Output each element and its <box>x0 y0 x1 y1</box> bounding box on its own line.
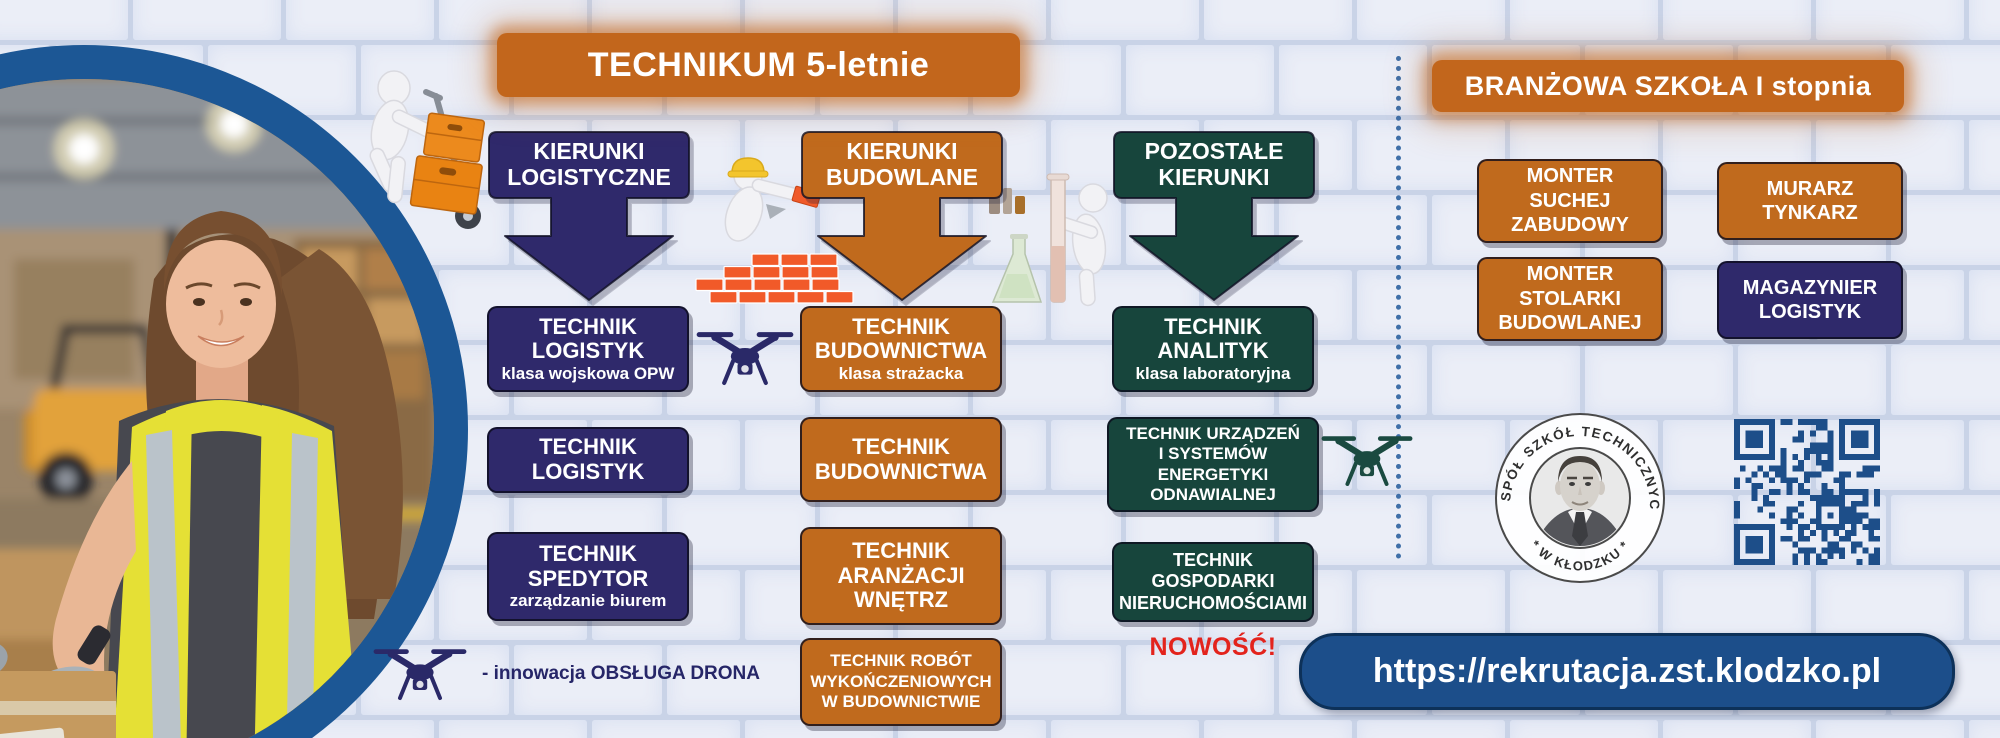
column-header-construction: KIERUNKI BUDOWLANE <box>800 130 1004 302</box>
program-box-monter-stolarki-budowlanej: MONTER STOLARKI BUDOWLANEJ <box>1477 257 1663 341</box>
warehouse-photo-circle <box>0 45 468 738</box>
program-box-monter-suchej-zabudowy: MONTER SUCHEJ ZABUDOWY <box>1477 159 1663 243</box>
program-title: MURARZ TYNKARZ <box>1762 177 1858 224</box>
program-title: MONTER STOLARKI BUDOWLANEJ <box>1498 263 1642 335</box>
section-separator-dotted-line <box>1396 56 1401 559</box>
technikum-title: TECHNIKUM 5-letnie <box>497 33 1020 97</box>
program-title: MAGAZYNIER LOGISTYK <box>1742 276 1878 323</box>
program-box-technik-aranzacji-wnetrz: TECHNIK ARANŻACJI WNĘTRZ <box>800 527 1002 625</box>
program-title: TECHNIK GOSPODARKI NIERUCHOMOŚCIAMI <box>1119 549 1307 613</box>
program-box-technik-analityk: TECHNIK ANALITYK klasa laboratoryjna <box>1112 306 1314 392</box>
program-title: TECHNIK BUDOWNICTWA <box>814 313 988 364</box>
program-subtitle: zarządzanie biurem <box>509 591 667 611</box>
program-box-technik-logistyk-opw: TECHNIK LOGISTYK klasa wojskowa OPW <box>487 306 689 392</box>
down-arrow-icon <box>488 131 690 301</box>
program-box-technik-budownictwa-strazacka: TECHNIK BUDOWNICTWA klasa strażacka <box>800 306 1002 392</box>
program-title: TECHNIK LOGISTYK <box>531 313 645 364</box>
program-box-murarz-tynkarz: MURARZ TYNKARZ <box>1717 162 1903 240</box>
program-title: TECHNIK ARANŻACJI WNĘTRZ <box>837 538 965 613</box>
qr-code <box>1734 419 1880 565</box>
novelty-badge: NOWOŚĆ! <box>1149 633 1277 661</box>
program-box-technik-budownictwa: TECHNIK BUDOWNICTWA <box>800 417 1002 502</box>
program-subtitle: klasa strażacka <box>838 363 964 383</box>
drone-legend: - innowacja OBSŁUGA DRONA <box>372 645 760 703</box>
drone-icon <box>1320 432 1414 489</box>
column-header-construction-label: KIERUNKI BUDOWLANE <box>825 138 979 190</box>
drone-icon <box>695 328 795 388</box>
column-header-other: POZOSTAŁE KIERUNKI <box>1112 130 1316 302</box>
program-title: TECHNIK ANALITYK <box>1157 313 1269 364</box>
program-title: TECHNIK URZĄDZEŃ I SYSTEMÓW ENERGETYKI O… <box>1126 423 1300 504</box>
branzowa-title-label: BRANŻOWA SZKOŁA I stopnia <box>1464 70 1872 101</box>
seal-portrait <box>1532 450 1628 546</box>
program-title: TECHNIK BUDOWNICTWA <box>814 433 988 484</box>
program-box-magazynier-logistyk: MAGAZYNIER LOGISTYK <box>1717 261 1903 339</box>
program-title: MONTER SUCHEJ ZABUDOWY <box>1511 165 1629 237</box>
program-box-technik-gospodarki-nieruchomosciami: TECHNIK GOSPODARKI NIERUCHOMOŚCIAMI <box>1112 542 1314 622</box>
technikum-title-label: TECHNIKUM 5-letnie <box>587 45 930 84</box>
column-header-other-label: POZOSTAŁE KIERUNKI <box>1144 138 1284 190</box>
figure-chemist-illustration <box>989 173 1108 307</box>
column-header-logistics: KIERUNKI LOGISTYCZNE <box>487 130 691 302</box>
down-arrow-icon <box>801 131 1003 301</box>
down-arrow-icon <box>1113 131 1315 301</box>
program-box-technik-urzadzen-energetyki: TECHNIK URZĄDZEŃ I SYSTEMÓW ENERGETYKI O… <box>1107 417 1319 512</box>
drone-icon <box>372 645 468 703</box>
recruitment-url-button[interactable]: https://rekrutacja.zst.klodzko.pl <box>1299 633 1955 710</box>
program-subtitle: klasa laboratoryjna <box>1135 363 1291 383</box>
branzowa-title: BRANŻOWA SZKOŁA I stopnia <box>1432 60 1904 112</box>
legend-label: - innowacja OBSŁUGA DRONA <box>482 663 760 684</box>
figure-handtruck-illustration <box>369 70 486 229</box>
recruitment-url-label: https://rekrutacja.zst.klodzko.pl <box>1372 652 1882 690</box>
program-title: TECHNIK ROBÓT WYKOŃCZENIOWYCH W BUDOWNIC… <box>810 651 992 712</box>
program-box-technik-logistyk: TECHNIK LOGISTYK <box>487 427 689 493</box>
program-title: TECHNIK LOGISTYK <box>531 434 645 484</box>
program-subtitle: klasa wojskowa OPW <box>501 363 675 383</box>
school-seal: ZESPÓŁ SZKÓŁ TECHNICZNYCH * W KŁODZKU * <box>1494 412 1665 583</box>
program-box-technik-spedytor: TECHNIK SPEDYTOR zarządzanie biurem <box>487 532 689 621</box>
column-header-logistics-label: KIERUNKI LOGISTYCZNE <box>507 138 671 190</box>
program-title: TECHNIK SPEDYTOR <box>527 541 649 591</box>
figure-bricklayer-illustration <box>695 157 854 304</box>
program-box-technik-robot-wykonczeniowych: TECHNIK ROBÓT WYKOŃCZENIOWYCH W BUDOWNIC… <box>800 638 1002 726</box>
